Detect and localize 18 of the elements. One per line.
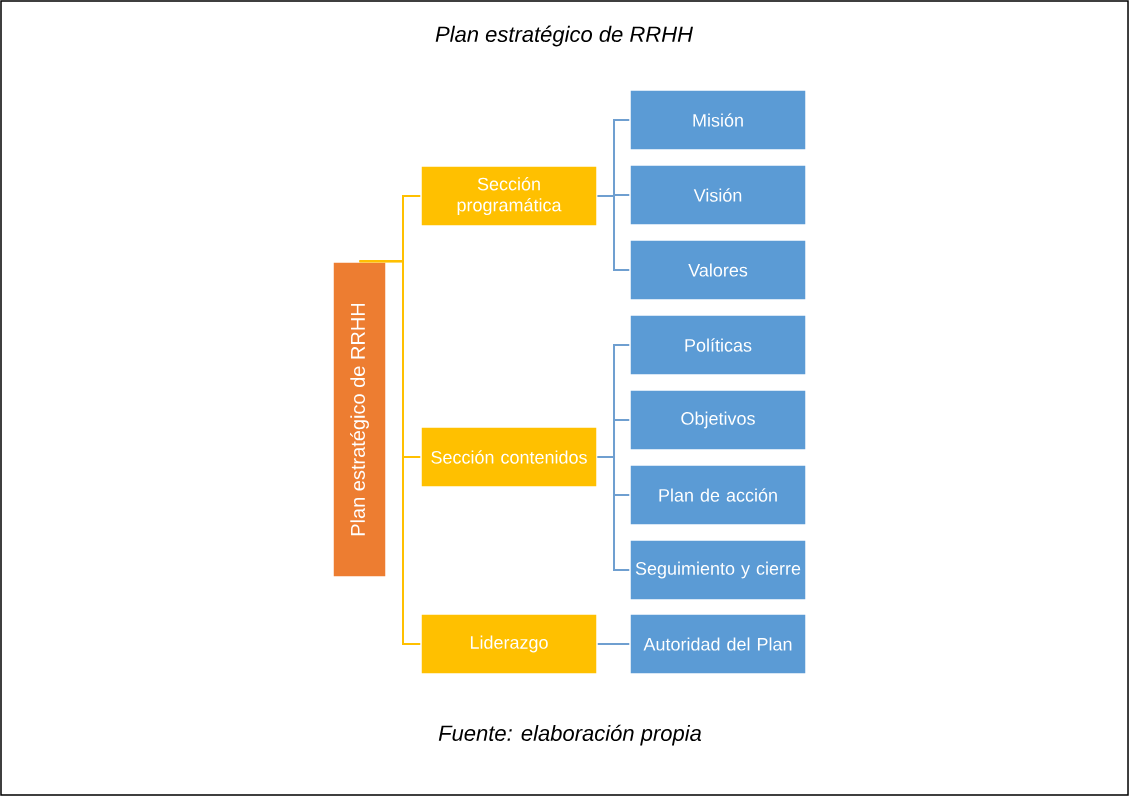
plan-box: Plan estratégico de RRHH: [332, 261, 387, 578]
item-box: Seguimiento y cierre: [629, 539, 807, 601]
caption: Fuente: elaboración propia: [438, 724, 702, 746]
item-box: Visión: [629, 164, 807, 226]
section-box: Sección programática: [420, 165, 598, 227]
connector-line: [358, 260, 422, 645]
item-box: Valores: [629, 239, 807, 301]
item-box: Autoridad del Plan: [629, 613, 807, 675]
title: Plan estratégico de RRHH: [435, 25, 693, 47]
section-box: Liderazgo: [420, 613, 598, 675]
section-box: Sección contenidos: [420, 426, 598, 488]
item-box: Políticas: [629, 314, 807, 376]
item-box: Plan de acción: [629, 464, 807, 526]
connector-line: [596, 195, 631, 271]
item-box: Objetivos: [629, 389, 807, 451]
connector-line: [596, 643, 631, 645]
item-box: Misión: [629, 89, 807, 151]
connector-line: [596, 456, 631, 571]
